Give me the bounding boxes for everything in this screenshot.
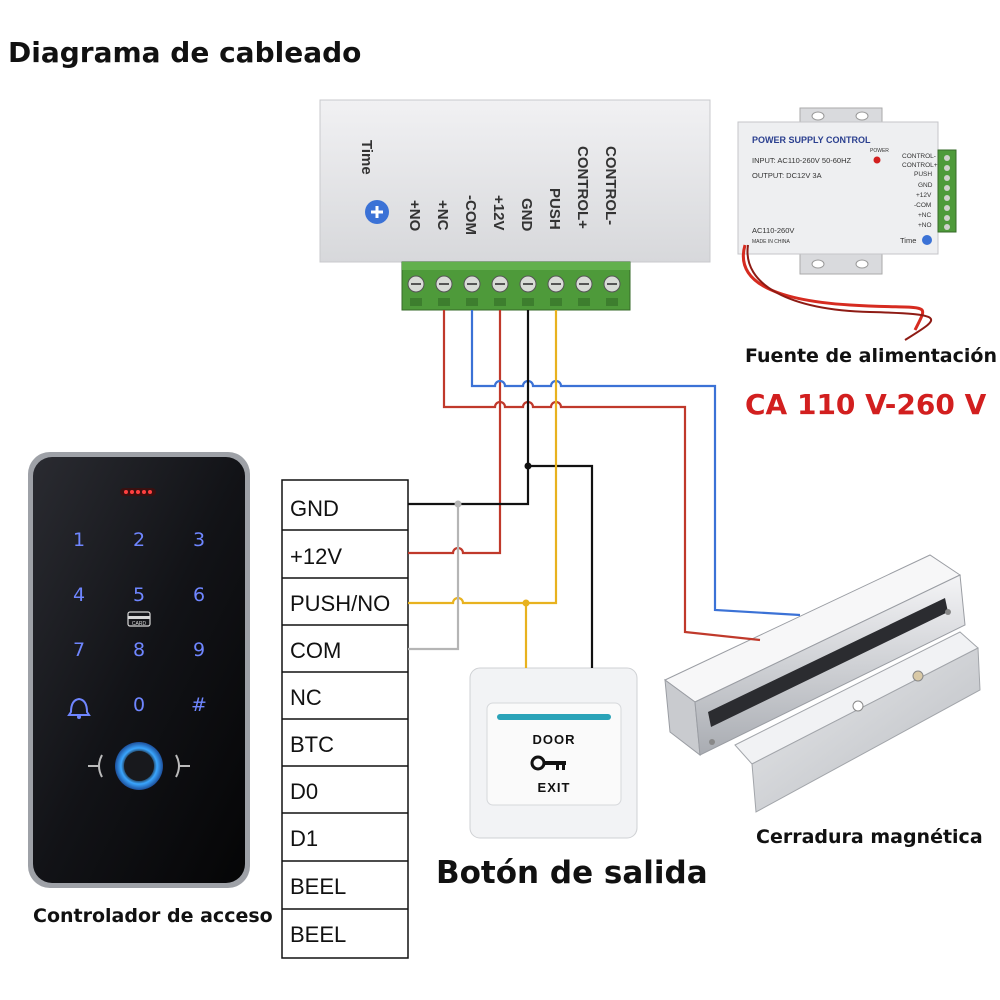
keypad-key[interactable]: 2: [133, 529, 145, 551]
power-supply-box: Time +NO +NC -COM +12V GND PUSH CONTROL+…: [319, 99, 711, 311]
power-led-icon: [873, 156, 881, 164]
card-reader-icon: CARD: [127, 611, 151, 627]
psu-output-text: OUTPUT: DC12V 3A: [752, 171, 822, 180]
controller-terminal-label: D0: [290, 779, 318, 804]
controller-terminal-label: COM: [290, 638, 341, 663]
controller-terminal-label: D1: [290, 826, 318, 851]
controller-terminal-table: [281, 479, 409, 959]
power-box-terminal-label: GND: [518, 198, 535, 232]
psu-terminal-label: +12V: [916, 192, 932, 199]
psu-terminal-label: CONTROL+: [902, 162, 938, 169]
power-box-terminal-label: +NC: [434, 200, 451, 231]
wire-black-gnd: [408, 310, 530, 506]
psu-terminal-label: +NC: [918, 212, 931, 219]
psu-time-label: Time: [900, 236, 916, 245]
terminal-block: [401, 261, 631, 311]
power-box-time-label: Time: [358, 140, 375, 175]
power-box-terminal-label: CONTROL+: [574, 146, 591, 229]
wires: [408, 310, 801, 668]
power-supply-photo: POWER SUPPLY CONTROL POWER INPUT: AC110-…: [737, 107, 957, 341]
psu-power-label: POWER: [870, 148, 889, 154]
wire-gray-com: [408, 504, 460, 651]
diagram-title: Diagrama de cableado: [8, 36, 361, 69]
controller-terminal-label: BTC: [290, 732, 334, 757]
power-box-terminal-label: +12V: [490, 195, 507, 230]
exit-button-exit-text: EXIT: [538, 780, 571, 795]
controller-terminal-label: PUSH/NO: [290, 591, 390, 616]
psu-time-knob-icon: [922, 235, 932, 245]
card-label: CARD: [132, 621, 147, 627]
keypad-key[interactable]: 3: [193, 529, 205, 551]
controller-terminal-label: +12V: [290, 544, 342, 569]
keypad-key[interactable]: 6: [193, 584, 205, 606]
wire-junctions: [454, 462, 532, 607]
time-knob-icon: [365, 200, 389, 224]
psu-terminal-label: +NO: [918, 222, 932, 229]
power-box-terminal-label: PUSH: [546, 188, 563, 230]
psu-voltage-caption: CA 110 V-260 V: [745, 388, 987, 421]
controller-caption: Controlador de acceso: [33, 905, 273, 927]
wire-yellow-push: [408, 310, 558, 605]
psu-input-text: INPUT: AC110-260V 50-60HZ: [752, 156, 851, 165]
magnetic-lock-device: [664, 554, 981, 813]
wire-black-exit: [528, 464, 594, 668]
fingerprint-sensor-icon[interactable]: [88, 742, 190, 790]
psu-terminal-label: CONTROL-: [902, 153, 936, 160]
power-box-terminal-label: +NO: [406, 200, 423, 232]
keypad-key[interactable]: 0: [133, 694, 145, 716]
psu-terminal-label: PUSH: [914, 171, 932, 178]
psu-terminal-label: GND: [918, 182, 933, 189]
controller-terminal-label: BEEL: [290, 922, 346, 947]
exit-button-device: DOOR EXIT: [469, 667, 638, 839]
keypad-key[interactable]: 1: [73, 529, 85, 551]
power-box-terminal-label: -COM: [462, 195, 479, 235]
keypad-key[interactable]: 7: [73, 639, 85, 661]
psu-terminal-label: -COM: [914, 202, 931, 209]
controller-terminal-label: NC: [290, 685, 322, 710]
keypad-key[interactable]: 5: [133, 584, 145, 606]
psu-caption: Fuente de alimentación: [745, 345, 997, 367]
power-box-terminal-label: CONTROL-: [602, 146, 619, 225]
keypad-bell-key[interactable]: [67, 697, 91, 719]
key-icon: [530, 755, 566, 771]
access-controller-keypad: 1 2 3 4 5 6 7 8 9 0 # CARD: [28, 452, 250, 888]
psu-header-text: POWER SUPPLY CONTROL: [752, 135, 871, 145]
exit-button-door-text: DOOR: [533, 732, 576, 747]
magnetic-lock-caption: Cerradura magnética: [756, 826, 983, 848]
exit-button-caption: Botón de salida: [436, 855, 708, 891]
keypad-key[interactable]: 8: [133, 639, 145, 661]
controller-terminal-label: BEEL: [290, 874, 346, 899]
wire-red-lock: [442, 310, 761, 642]
keypad-key[interactable]: 9: [193, 639, 205, 661]
keypad-key[interactable]: 4: [73, 584, 85, 606]
wire-red-12v-controller: [408, 310, 502, 555]
keypad-key[interactable]: #: [191, 694, 207, 716]
psu-ac-label: AC110-260V: [752, 226, 794, 235]
psu-made-in: MADE IN CHINA: [752, 239, 790, 245]
controller-terminal-label: GND: [290, 496, 339, 521]
